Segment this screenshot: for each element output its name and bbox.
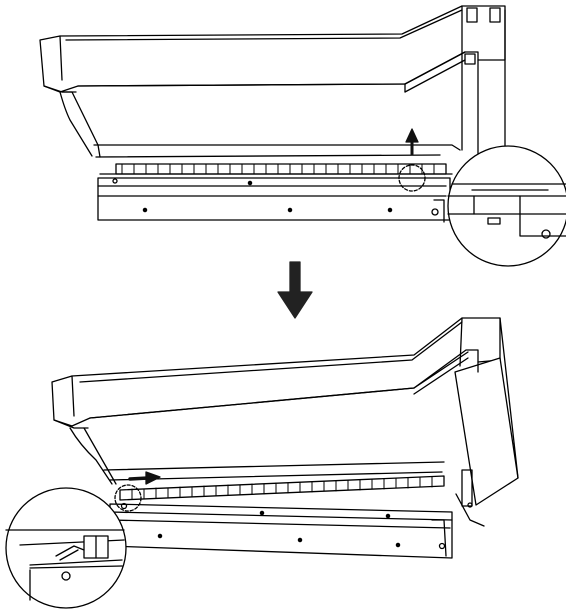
rail-assembly-top	[97, 163, 453, 223]
drawer-bin-top	[39, 5, 506, 161]
latch-target-circle-1	[398, 164, 426, 192]
slide-arrow-right	[128, 471, 161, 485]
step-1-panel	[39, 5, 566, 267]
rail-assembly-bottom	[109, 475, 453, 559]
detail-magnifier-1	[447, 145, 566, 267]
step-2-panel	[5, 317, 519, 609]
step-arrow-down	[277, 261, 313, 319]
lift-arrow-up	[405, 128, 419, 156]
drawer-bin-bottom	[51, 317, 519, 527]
latch-target-circle-2	[114, 484, 142, 512]
detail-magnifier-2	[5, 487, 127, 609]
